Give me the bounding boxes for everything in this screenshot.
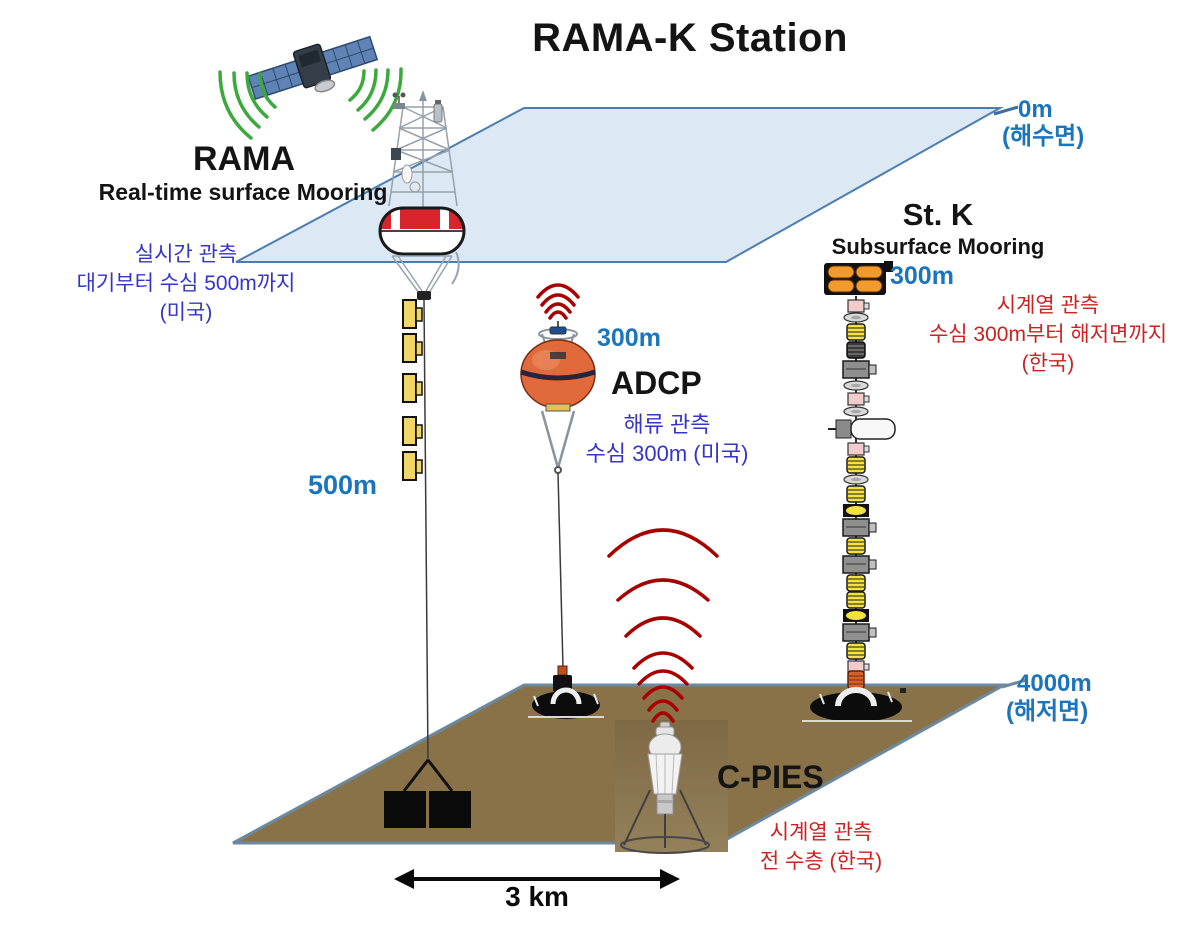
adcp-note-line2: 수심 300m (미국) — [585, 441, 749, 466]
stk-anchor — [802, 687, 912, 722]
stk-mooring-chain — [824, 261, 896, 697]
stk-float — [824, 261, 893, 295]
stk-depth-label: 300m — [890, 262, 954, 290]
adcp-depth-label: 300m — [597, 324, 661, 352]
cpies-signal-arcs — [607, 528, 719, 723]
stk-subtitle: Subsurface Mooring — [831, 234, 1045, 259]
seafloor-label: (해저면) — [1006, 698, 1089, 725]
sea-surface-label: (해수면) — [1002, 123, 1085, 150]
seafloor-tick — [1001, 678, 1027, 689]
cpies-instrument — [620, 721, 710, 854]
scale-arrow — [394, 869, 680, 889]
stk-name: St. K — [902, 197, 974, 232]
adcp-buoy — [520, 321, 596, 474]
adcp-anchor — [528, 665, 604, 719]
rama-note-line2: 대기부터 수심 500m까지 — [76, 272, 296, 295]
stk-note: 시계열 관측 수심 300m부터 해저면까지 (한국) — [929, 291, 1167, 378]
stk-note-line3: (한국) — [1021, 352, 1075, 375]
stk-note-line2: 수심 300m부터 해저면까지 — [928, 323, 1168, 346]
adcp-note-line1: 해류 관측 — [623, 412, 711, 437]
adcp-mooring-line — [557, 472, 564, 669]
adcp-note: 해류 관측 수심 300m (미국) — [586, 410, 749, 468]
rama-buoy — [378, 90, 466, 300]
sea-surface-depth: 0m — [1018, 96, 1053, 123]
cpies-note: 시계열 관측 전 수층 (한국) — [760, 818, 882, 876]
cpies-name: C-PIES — [717, 759, 824, 795]
satellite-signal-right — [348, 67, 403, 132]
scale-label: 3 km — [505, 881, 569, 912]
rama-name: RAMA — [193, 140, 295, 178]
rama-subtitle: Real-time surface Mooring — [98, 179, 388, 205]
sea-surface-tick — [993, 105, 1019, 116]
adcp-signal-waves — [536, 283, 580, 320]
rama-note-line3: (미국) — [159, 301, 213, 324]
satellite-icon — [247, 35, 379, 101]
stk-note-line1: 시계열 관측 — [996, 294, 1100, 317]
rama-sensor-chain — [402, 299, 423, 481]
cpies-note-line2: 전 수층 (한국) — [759, 850, 883, 873]
rama-mooring-line — [423, 299, 429, 761]
cpies-note-line1: 시계열 관측 — [769, 821, 873, 844]
rama-note-line1: 실시간 관측 — [134, 243, 238, 266]
rama-note: 실시간 관측 대기부터 수심 500m까지 (미국) — [77, 240, 296, 327]
rama-depth-label: 500m — [308, 470, 378, 500]
page-title: RAMA-K Station — [532, 16, 848, 60]
satellite-signal-left — [218, 70, 277, 140]
seafloor-depth: 4000m — [1017, 670, 1092, 697]
rama-anchor — [384, 759, 471, 828]
adcp-name: ADCP — [611, 365, 702, 401]
